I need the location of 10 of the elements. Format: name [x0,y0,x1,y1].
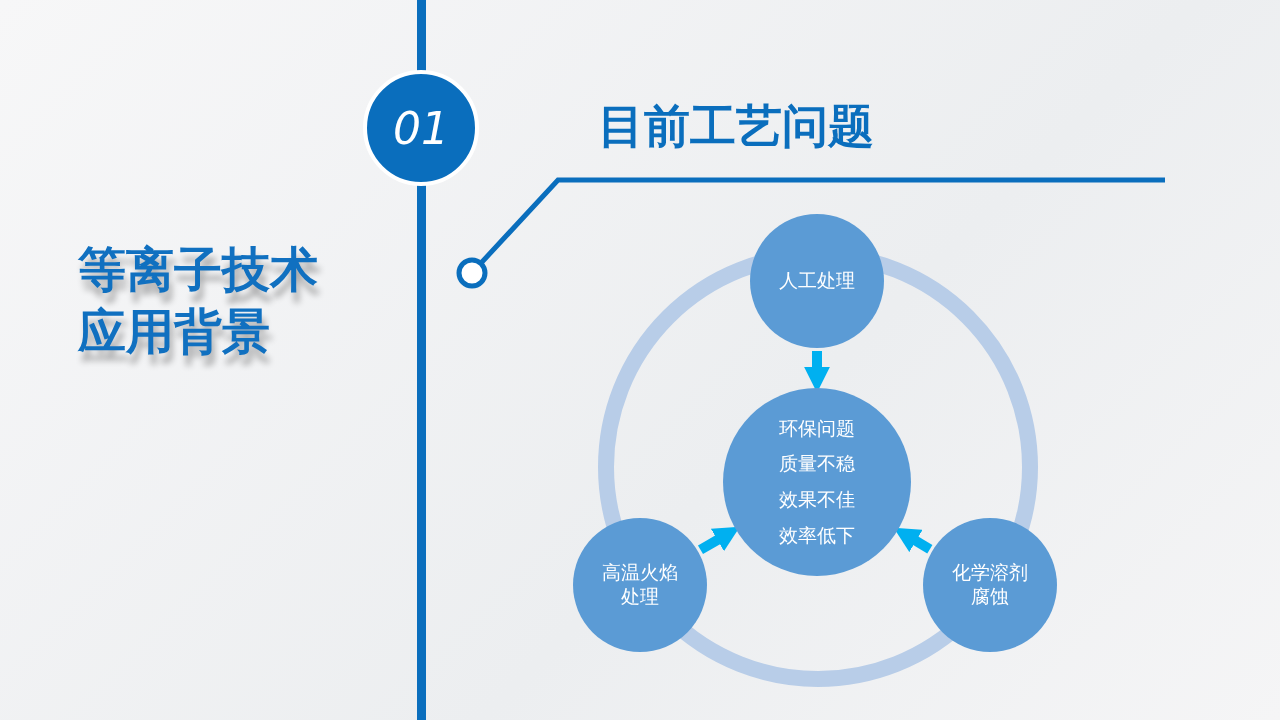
node-text: 化学溶剂腐蚀 [951,561,1029,609]
node-text: 高温火焰处理 [601,561,679,609]
node-text: 效果不佳 [779,488,855,512]
node-text: 01 [393,101,449,156]
node-text: 效率低下 [779,523,855,548]
node-text: 质量不稳 [779,452,855,476]
section-heading: 等离子技术应用背景 [78,240,318,362]
slide-title: 目前工艺问题 [598,98,874,155]
node-text: 环保问题 [779,416,855,441]
node-text: 人工处理 [779,269,855,293]
